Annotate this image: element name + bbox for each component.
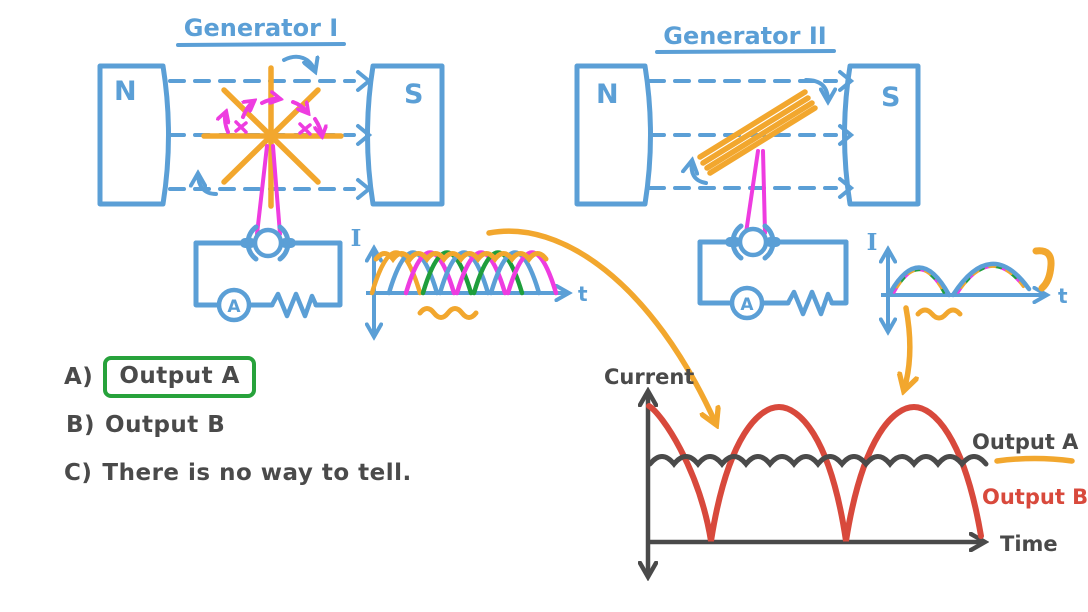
generator2-title-underline [655, 49, 836, 54]
generator2: Generator II N S [574, 22, 921, 321]
output-b-curve [646, 403, 984, 542]
field-arrow-icon [838, 124, 855, 146]
generator1-output-graph: I t [351, 225, 588, 336]
x-axis-label: t [578, 282, 588, 306]
option-b-prefix: B) [66, 412, 96, 438]
field-arrow-icon [356, 70, 373, 92]
connector-arrow-output-a [486, 228, 716, 424]
legend-output-a-swatch [994, 455, 1075, 464]
option-c-prefix: C) [64, 460, 93, 486]
field-arrow-icon [356, 178, 373, 200]
ammeter-label: A [740, 295, 754, 315]
connector-arrow-output-b [904, 305, 910, 390]
output-a-curve [647, 454, 989, 468]
ripple-envelope [373, 251, 549, 264]
rotation-arrow-icon [804, 78, 828, 101]
legend-output-a: Output A [972, 430, 1079, 454]
tick-cross-icon [298, 122, 312, 136]
y-axis-label: I [867, 229, 878, 256]
option-c[interactable]: C) There is no way to tell. [64, 460, 412, 486]
generator2-title: Generator II [663, 22, 826, 50]
rotation-arrow-icon [198, 174, 218, 196]
rotation-arrow-icon [282, 54, 315, 71]
y-axis-label: Current [604, 365, 694, 389]
resistor [785, 289, 835, 317]
option-a[interactable]: A) Output A [64, 356, 256, 398]
magnet-south-pole [365, 63, 445, 207]
magnet-north-pole [574, 63, 653, 207]
ammeter [216, 287, 252, 323]
generator1: Generator I N S [97, 14, 445, 323]
option-b-label: Output B [105, 412, 226, 438]
ammeter [729, 285, 765, 321]
field-arrow-icon [356, 124, 373, 146]
legend-output-b: Output B [982, 485, 1088, 509]
generator1-title-underline [176, 42, 346, 47]
pole-label-s: S [881, 82, 900, 113]
circuit1 [193, 224, 343, 323]
single-coil-armature [697, 89, 818, 176]
x-axis-label: Time [1000, 532, 1058, 556]
ammeter-label: A [227, 297, 241, 317]
rotation-arrows-blue [692, 78, 828, 185]
rotation-arrow-icon [692, 161, 708, 185]
field-arrow-icon [838, 70, 855, 92]
option-a-label: Output A [119, 363, 240, 389]
coil-wires [744, 149, 767, 235]
commutator [737, 226, 769, 258]
pole-label-n: N [114, 76, 137, 107]
magnet-north-pole [97, 63, 171, 207]
generator2-output-graph: I t [867, 229, 1068, 331]
overlapping-current-pulses [369, 250, 559, 296]
underline-squiggle [915, 307, 963, 321]
rectified-pulses [886, 261, 1032, 298]
option-a-prefix: A) [64, 364, 94, 390]
option-a-selected-box: Output A [103, 356, 256, 398]
rotation-arrows-blue [198, 54, 315, 196]
generator1-title: Generator I [184, 14, 338, 42]
option-c-label: There is no way to tell. [102, 460, 412, 486]
pole-label-n: N [596, 79, 619, 110]
main-current-time-graph: Current Time Output A Output B [604, 365, 1088, 576]
tick-cross-icon [234, 120, 248, 134]
rotation-direction-arrows [225, 99, 322, 136]
resistor [269, 291, 319, 319]
option-b[interactable]: B) Output B [66, 412, 225, 438]
hook-mark [1032, 247, 1055, 292]
commutator [252, 227, 284, 259]
underline-squiggle [417, 306, 479, 320]
y-axis-label: I [351, 225, 362, 252]
coil-wires [255, 144, 282, 236]
field-arrow-icon [838, 177, 855, 199]
x-axis-label: t [1058, 284, 1068, 308]
circuit2 [697, 223, 849, 321]
pole-label-s: S [404, 79, 423, 110]
